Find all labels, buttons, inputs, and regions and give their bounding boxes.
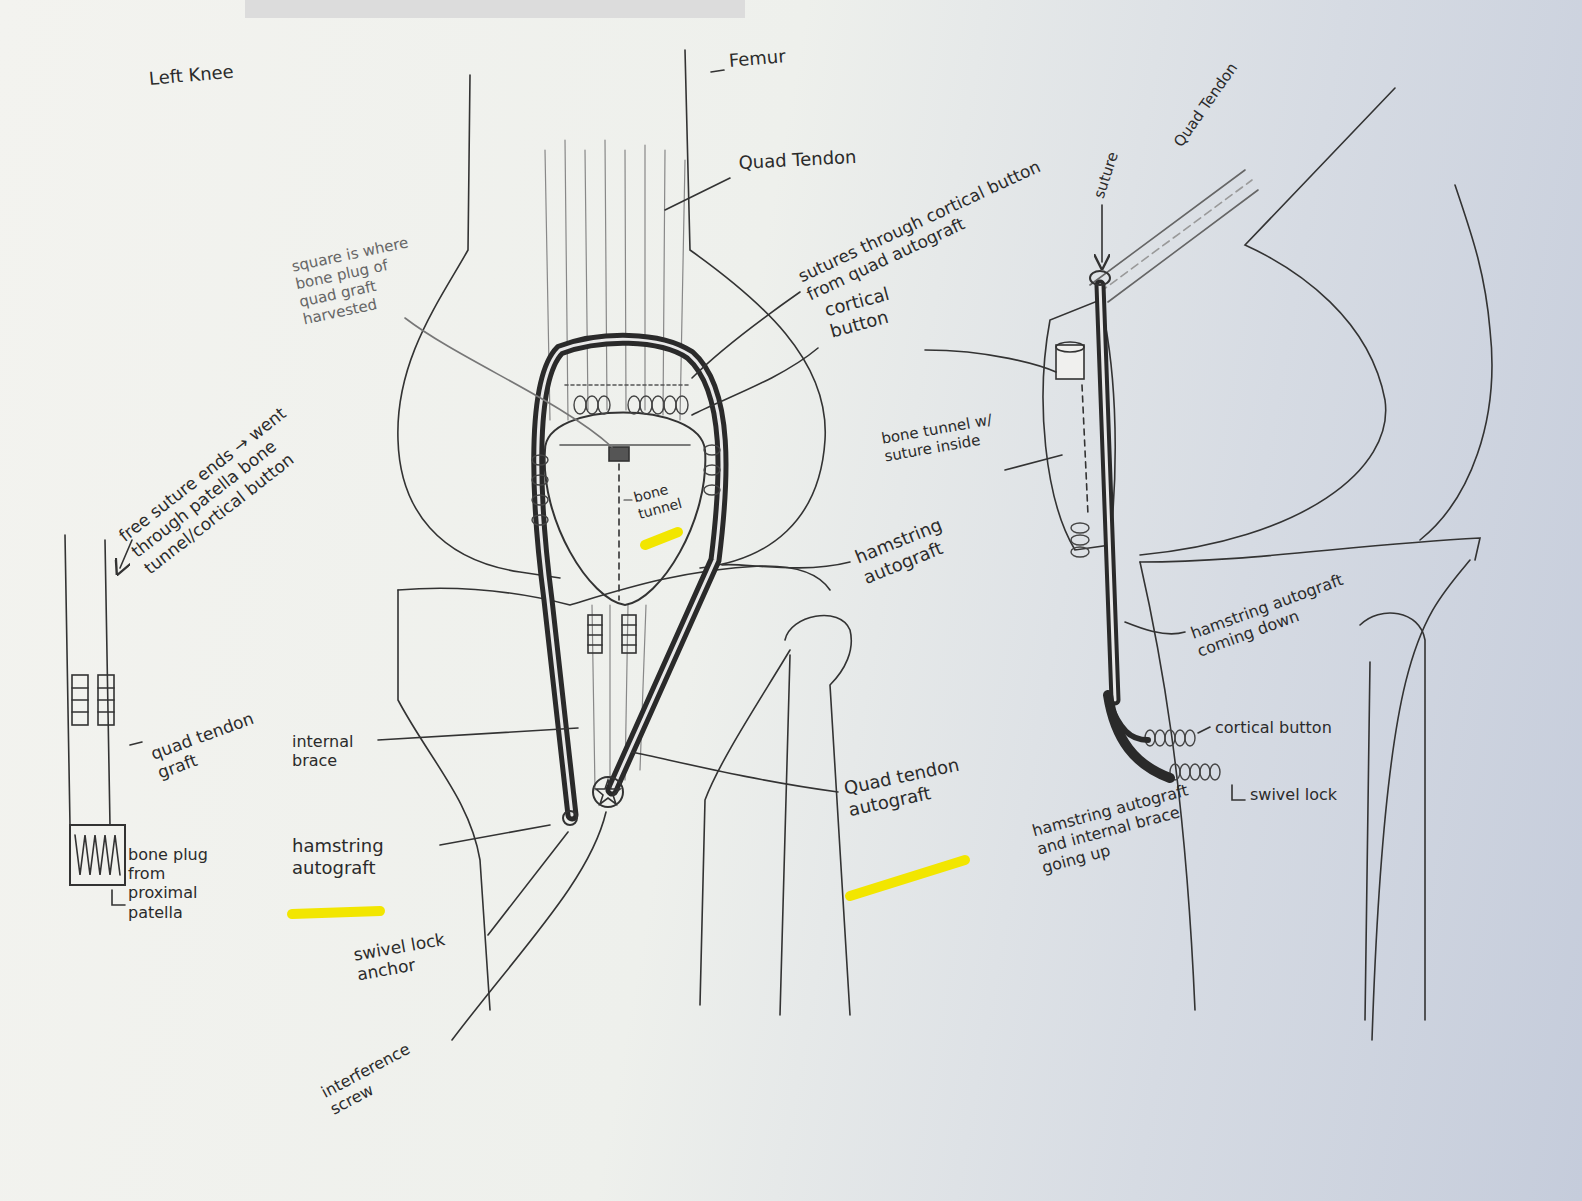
part-label: bone tunnel	[632, 471, 713, 523]
part-label: internal brace	[292, 732, 392, 770]
part-label: hamstring autograft coming down	[1188, 565, 1366, 661]
part-label: hamstring autograft	[292, 835, 402, 878]
part-label: interference screw	[318, 1033, 433, 1119]
part-label: sutures through cortical button from qua…	[795, 154, 1057, 305]
part-label: hamstring autograft and internal brace g…	[1030, 779, 1204, 877]
part-label: Quad tendon autograft	[842, 750, 983, 820]
part-label: swivel lock	[1250, 785, 1340, 804]
part-label: quad tendon graft	[148, 707, 265, 783]
part-label: bone tunnel w/ suture inside	[880, 407, 1014, 465]
part-label: bone plug from proximal patella	[128, 845, 228, 922]
part-label: square is where bone plug of quad graft …	[290, 231, 432, 328]
part-label: hamstring autograft	[852, 492, 1007, 588]
part-label: swivel lock anchor	[352, 925, 472, 985]
diagram-title: Left Knee	[148, 54, 309, 89]
part-label: Quad Tendon	[738, 143, 909, 173]
part-label: cortical button	[1215, 718, 1355, 737]
part-label: free suture ends → went through patella …	[115, 370, 358, 578]
part-label: suture	[1090, 119, 1132, 201]
part-label: Quad Tendon	[1170, 42, 1254, 151]
part-label: Femur	[728, 40, 839, 71]
